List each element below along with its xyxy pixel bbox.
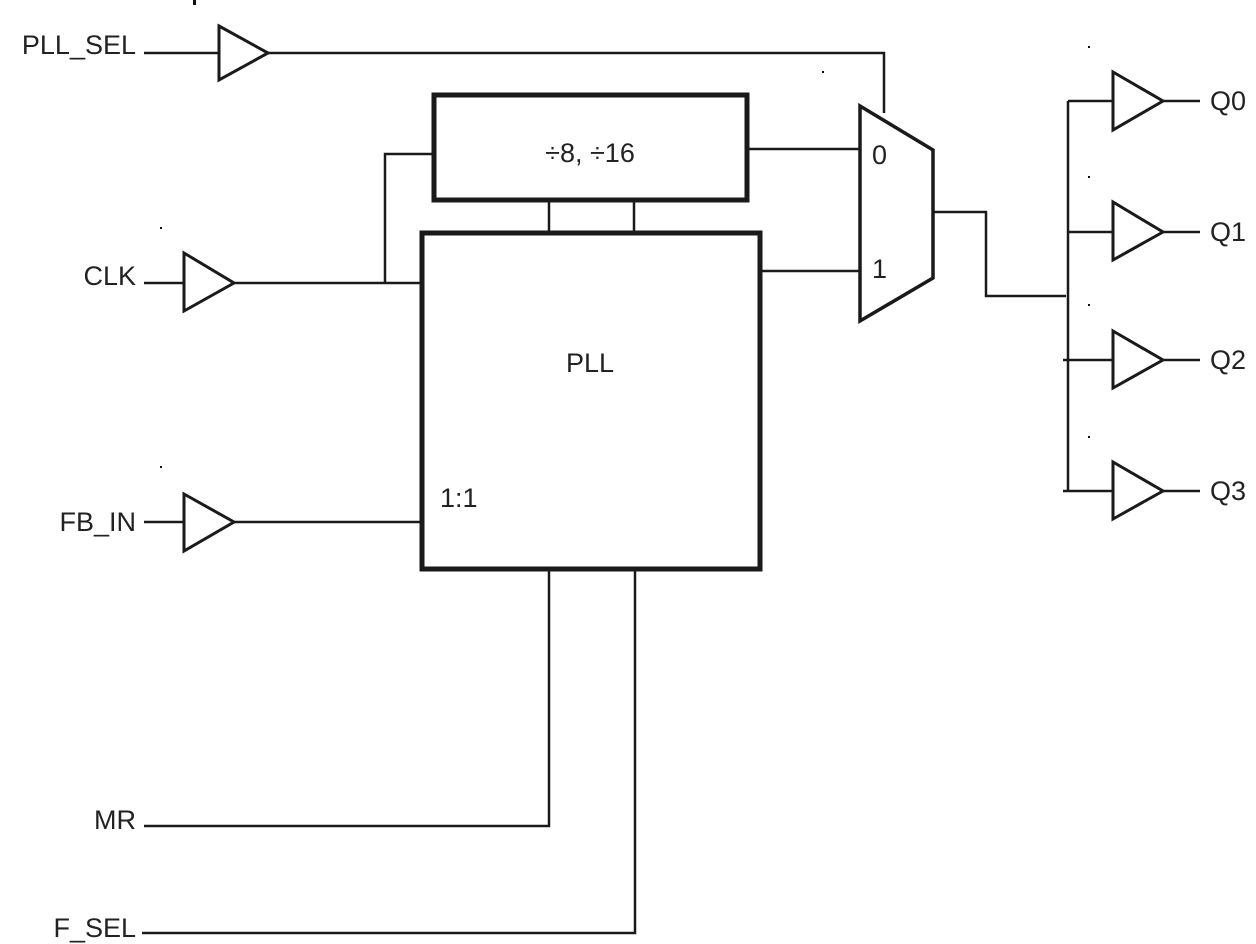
mux-input-1-label: 1 — [872, 254, 887, 284]
output-q1: Q1 — [1068, 199, 1246, 263]
divider-block — [431, 92, 750, 203]
mux-input-0-label: 0 — [872, 140, 887, 170]
q0-label: Q0 — [1210, 86, 1246, 116]
speck — [193, 0, 196, 5]
speck — [1088, 436, 1090, 438]
mr-label: MR — [94, 805, 136, 835]
speck — [822, 71, 824, 73]
mux-output-wire — [933, 210, 1066, 298]
q3-buffer-icon — [1111, 459, 1167, 522]
q3-label: Q3 — [1210, 476, 1246, 506]
pll-ratio-label: 1:1 — [440, 483, 478, 513]
fb-in-label: FB_IN — [59, 507, 136, 537]
q2-label: Q2 — [1210, 345, 1246, 375]
speck — [1088, 176, 1090, 178]
output-q3: Q3 — [1063, 459, 1246, 522]
q1-buffer-icon — [1111, 199, 1166, 263]
pll-label: PLL — [566, 348, 614, 378]
q1-label: Q1 — [1210, 217, 1246, 247]
divider-label: ÷8, ÷16 — [545, 138, 635, 168]
output-q2: Q2 — [1063, 328, 1246, 391]
q2-buffer-icon — [1111, 328, 1167, 391]
q0-buffer-icon — [1111, 69, 1166, 133]
f-sel-label: F_SEL — [53, 913, 136, 943]
pll-sel-to-mux-wire — [268, 51, 886, 113]
pll-sel-label: PLL_SEL — [22, 30, 136, 60]
f-sel-wire — [142, 570, 637, 935]
mr-wire — [144, 570, 551, 828]
speck — [1088, 304, 1090, 306]
speck — [160, 466, 162, 468]
pll-block — [419, 230, 763, 572]
clk-label: CLK — [83, 261, 136, 291]
output-q0: Q0 — [1068, 69, 1246, 133]
fb-in-buffer-icon — [182, 491, 238, 554]
mux-icon — [858, 102, 935, 325]
speck — [160, 227, 162, 229]
clk-to-divider-wire — [383, 152, 434, 283]
clk-buffer-icon — [182, 250, 237, 314]
pll-sel-buffer-icon — [217, 23, 272, 83]
speck — [1088, 46, 1090, 48]
